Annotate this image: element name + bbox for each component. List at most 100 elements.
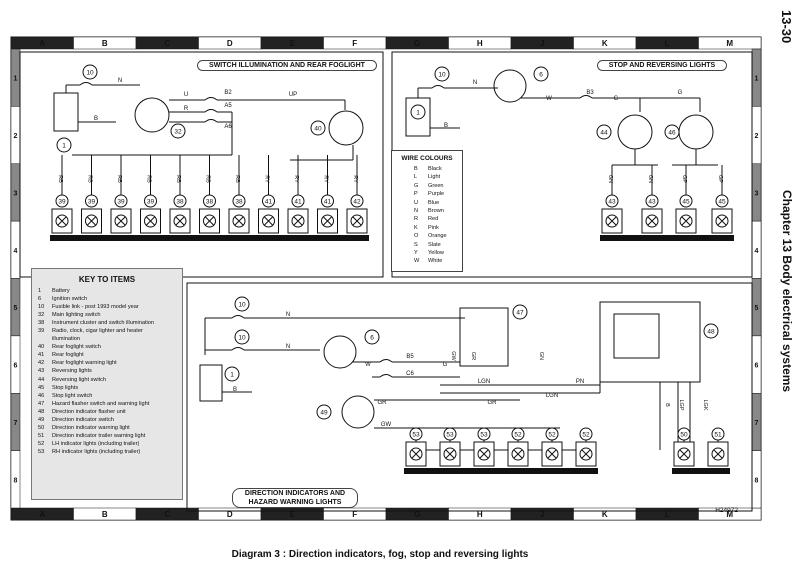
- key-item-text: Radio, clock, cigar lighter and heater: [52, 328, 143, 335]
- grid-row-label: 8: [755, 477, 759, 484]
- bulb-number: 43: [608, 199, 616, 206]
- grid-row-label: 3: [14, 190, 18, 197]
- wire-colour-label: RB: [87, 175, 93, 183]
- grid-column-label: L: [665, 510, 670, 519]
- top-left-drops: [61, 155, 358, 195]
- bulb-number-circle: [321, 194, 334, 208]
- wire-label: N: [286, 312, 290, 318]
- section-label-switch-illumination: SWITCH ILLUMINATION AND REAR FOGLIGHT: [197, 60, 377, 71]
- bulb-number-circle: [679, 194, 693, 208]
- wire-colour-name: Blue: [428, 199, 440, 206]
- wire-colour-label: GN: [607, 175, 613, 183]
- wire-colour-code: K: [414, 224, 418, 231]
- wire-label: B: [94, 116, 98, 122]
- bulb-number: 52: [582, 432, 590, 439]
- component-label-lighting-switch-circle: [170, 123, 186, 139]
- component-label-battery-3: 1: [230, 372, 234, 379]
- bulb-number-circle: [477, 427, 491, 441]
- wire-colour-name: Red: [428, 216, 439, 223]
- wire-label: LGN: [546, 393, 558, 399]
- grid-row-label: 5: [755, 305, 759, 312]
- bulb-filament: [479, 449, 489, 459]
- key-item-text: Main lighting switch: [52, 312, 101, 319]
- bulb-filament: [647, 216, 657, 226]
- key-item-text: Fusible link - post 1993 model year: [52, 304, 139, 311]
- grid-row-label: 7: [14, 420, 18, 427]
- main-lighting-switch: [134, 97, 170, 133]
- grid-column-label: E: [290, 39, 296, 48]
- component-label-fuse-3-circle: [234, 296, 250, 312]
- component-label-battery-2-circle: [410, 104, 426, 120]
- bulb-number-circle: [85, 194, 98, 208]
- bulb-number-circle: [409, 427, 423, 441]
- key-item-number: 6: [38, 296, 42, 303]
- grid-column-label: E: [290, 510, 296, 519]
- key-item-number: 32: [38, 312, 45, 319]
- component-label-flasher-unit-circle: [703, 323, 719, 339]
- key-item-text: Rear foglight: [52, 352, 84, 359]
- grid-row-label: 6: [755, 363, 759, 370]
- key-item-text: illumination: [52, 336, 80, 343]
- grid-column-label: B: [102, 39, 108, 48]
- bulb-filament: [146, 216, 155, 226]
- earth-bar: [50, 235, 369, 241]
- wire-colour-name: Pink: [428, 224, 439, 231]
- bulb-number: 39: [58, 199, 66, 206]
- bulb-filament: [411, 449, 421, 459]
- component-label-reversing-switch-circle: [596, 124, 612, 140]
- wire-colour-code: W: [414, 258, 420, 265]
- grid-column-label: A: [39, 39, 45, 48]
- wire-label: G: [614, 96, 619, 102]
- grid-row-label: 6: [14, 363, 18, 370]
- bulb-filament: [116, 216, 126, 226]
- grid-column-label: G: [414, 510, 420, 519]
- wire-label: N: [286, 344, 290, 350]
- key-item: 39 Radio, clock, cigar lighter and heater: [32, 327, 182, 335]
- wire-colour-code: U: [414, 199, 419, 206]
- wire-colour-label: GN: [647, 175, 653, 183]
- component-label-stop-switch: 46: [668, 130, 676, 137]
- wire-colour-code: Y: [414, 250, 418, 257]
- wire-colour-label: RB: [116, 175, 122, 183]
- bulb-number: 38: [176, 199, 184, 206]
- wire-colour-code: R: [414, 216, 419, 223]
- key-item-number: 39: [38, 328, 45, 335]
- grid-column-label: C: [164, 510, 170, 519]
- component-label-fuse-2: 10: [438, 72, 446, 79]
- key-item: 6 Ignition switch: [32, 295, 182, 303]
- bulb-filament: [681, 216, 691, 226]
- key-item-text: Ignition switch: [52, 296, 88, 303]
- panel-direction-indicators: [186, 282, 753, 512]
- bulb-number-circle: [114, 194, 128, 208]
- component-label-ignition: 6: [539, 72, 543, 79]
- key-title: KEY TO ITEMS: [78, 275, 136, 284]
- wire-colour-label: RB: [234, 175, 240, 183]
- grid-row-label: 1: [755, 76, 759, 83]
- section-label-direction-indicators: DIRECTION INDICATORS AND HAZARD WARNING …: [232, 488, 358, 508]
- grid-column-label: J: [540, 510, 544, 519]
- ignition-switch: [493, 69, 527, 103]
- bulb-number-circle: [711, 427, 725, 441]
- grid-column-label: K: [602, 39, 608, 48]
- key-item-text: Stop lights: [52, 384, 79, 391]
- bulb-number: 45: [718, 199, 726, 206]
- wire-colour-code: P: [414, 191, 418, 198]
- wire-colours-title: WIRE COLOURS: [401, 155, 453, 162]
- grid-column-label: F: [352, 39, 357, 48]
- wire-colour-label: RY: [323, 175, 329, 183]
- component-label-ignition-2-circle: [364, 329, 380, 345]
- bulb-number-circle: [645, 194, 659, 208]
- wire-colour-label: RY: [352, 175, 358, 183]
